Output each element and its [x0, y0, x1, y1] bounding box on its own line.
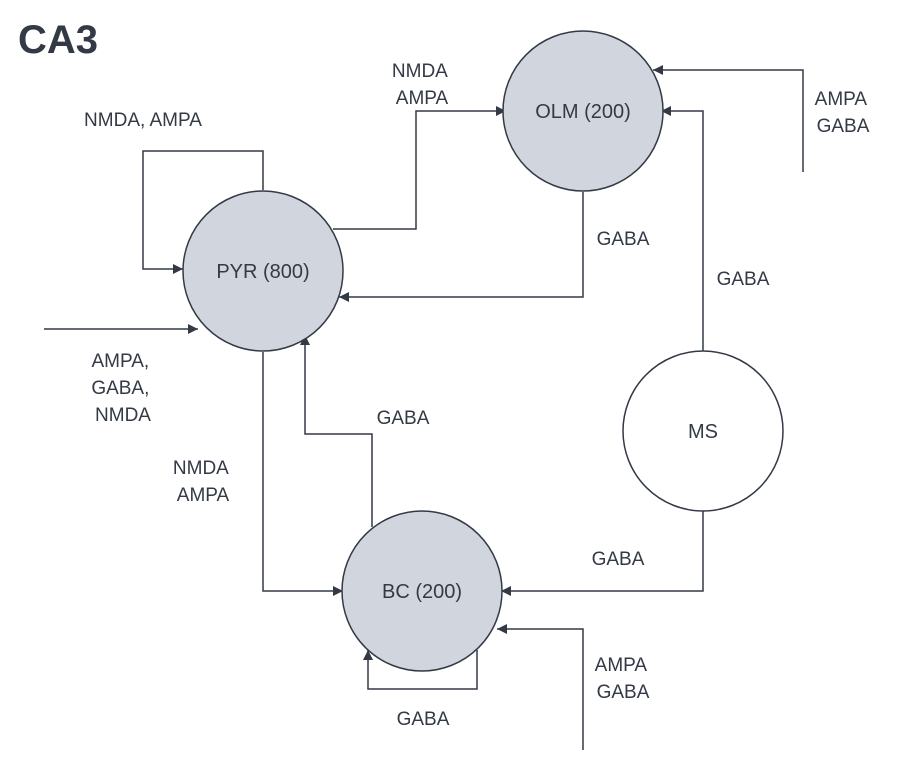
label-pyr-to-olm: NMDA AMPA — [392, 61, 452, 109]
label-ms-to-olm-line-1: GABA — [717, 269, 770, 290]
node-olm-label: OLM (200) — [535, 101, 631, 123]
label-external-to-pyr-line-2: GABA, — [91, 378, 149, 399]
edge-ms-to-olm — [661, 106, 704, 352]
label-external-to-bc: AMPA GABA — [595, 655, 652, 703]
node-olm-circle — [502, 30, 664, 192]
node-ms-label: MS — [688, 421, 718, 443]
label-pyr-to-olm-line-1: NMDA — [392, 61, 448, 82]
label-ms-to-bc-line-1: GABA — [592, 549, 645, 570]
label-external-to-bc-line-2: GABA — [597, 682, 650, 703]
label-pyr-to-bc-line-2: AMPA — [177, 485, 230, 506]
edge-bc-self-loop — [363, 650, 478, 690]
edge-external-to-olm — [653, 65, 804, 172]
node-olm: OLM (200) — [502, 30, 664, 192]
node-bc-circle — [341, 510, 503, 672]
label-olm-to-pyr: GABA — [597, 229, 650, 250]
edge-external-to-bc — [497, 624, 584, 750]
label-external-to-olm-line-2: GABA — [817, 116, 870, 137]
node-pyr: PYR (800) — [182, 190, 344, 352]
node-ms: MS — [622, 350, 784, 512]
edge-bc-to-pyr — [300, 335, 373, 527]
edge-pyr-to-olm — [333, 106, 506, 230]
label-external-to-olm-line-1: AMPA — [815, 89, 868, 110]
label-bc-self-line-1: GABA — [397, 709, 450, 730]
edge-pyr-to-bc — [262, 352, 343, 596]
node-bc: BC (200) — [341, 510, 503, 672]
label-pyr-to-bc: NMDA AMPA — [173, 458, 233, 506]
label-pyr-self: NMDA, AMPA — [84, 110, 202, 131]
diagram-title: CA3 — [18, 18, 98, 62]
node-bc-label: BC (200) — [382, 581, 462, 603]
label-bc-to-pyr: GABA — [377, 408, 430, 429]
label-external-to-bc-line-1: AMPA — [595, 655, 648, 676]
label-ms-to-bc: GABA — [592, 549, 645, 570]
node-pyr-circle — [182, 190, 344, 352]
edge-olm-to-pyr — [339, 192, 584, 302]
label-pyr-to-olm-line-2: AMPA — [396, 88, 449, 109]
label-ms-to-olm: GABA — [717, 269, 770, 290]
edge-pyr-self-loop — [142, 150, 264, 274]
label-external-to-olm: AMPA GABA — [815, 89, 872, 137]
label-olm-to-pyr-line-1: GABA — [597, 229, 650, 250]
node-ms-circle — [622, 350, 784, 512]
node-pyr-label: PYR (800) — [216, 261, 309, 283]
label-bc-to-pyr-line-1: GABA — [377, 408, 430, 429]
label-external-to-pyr-line-3: NMDA — [95, 405, 151, 426]
edge-ms-to-bc — [501, 510, 704, 596]
label-pyr-self-line-1: NMDA, AMPA — [84, 110, 202, 131]
label-bc-self: GABA — [397, 709, 450, 730]
label-external-to-pyr-line-1: AMPA, — [92, 351, 150, 372]
label-external-to-pyr: AMPA, GABA, NMDA — [91, 351, 154, 426]
label-pyr-to-bc-line-1: NMDA — [173, 458, 229, 479]
